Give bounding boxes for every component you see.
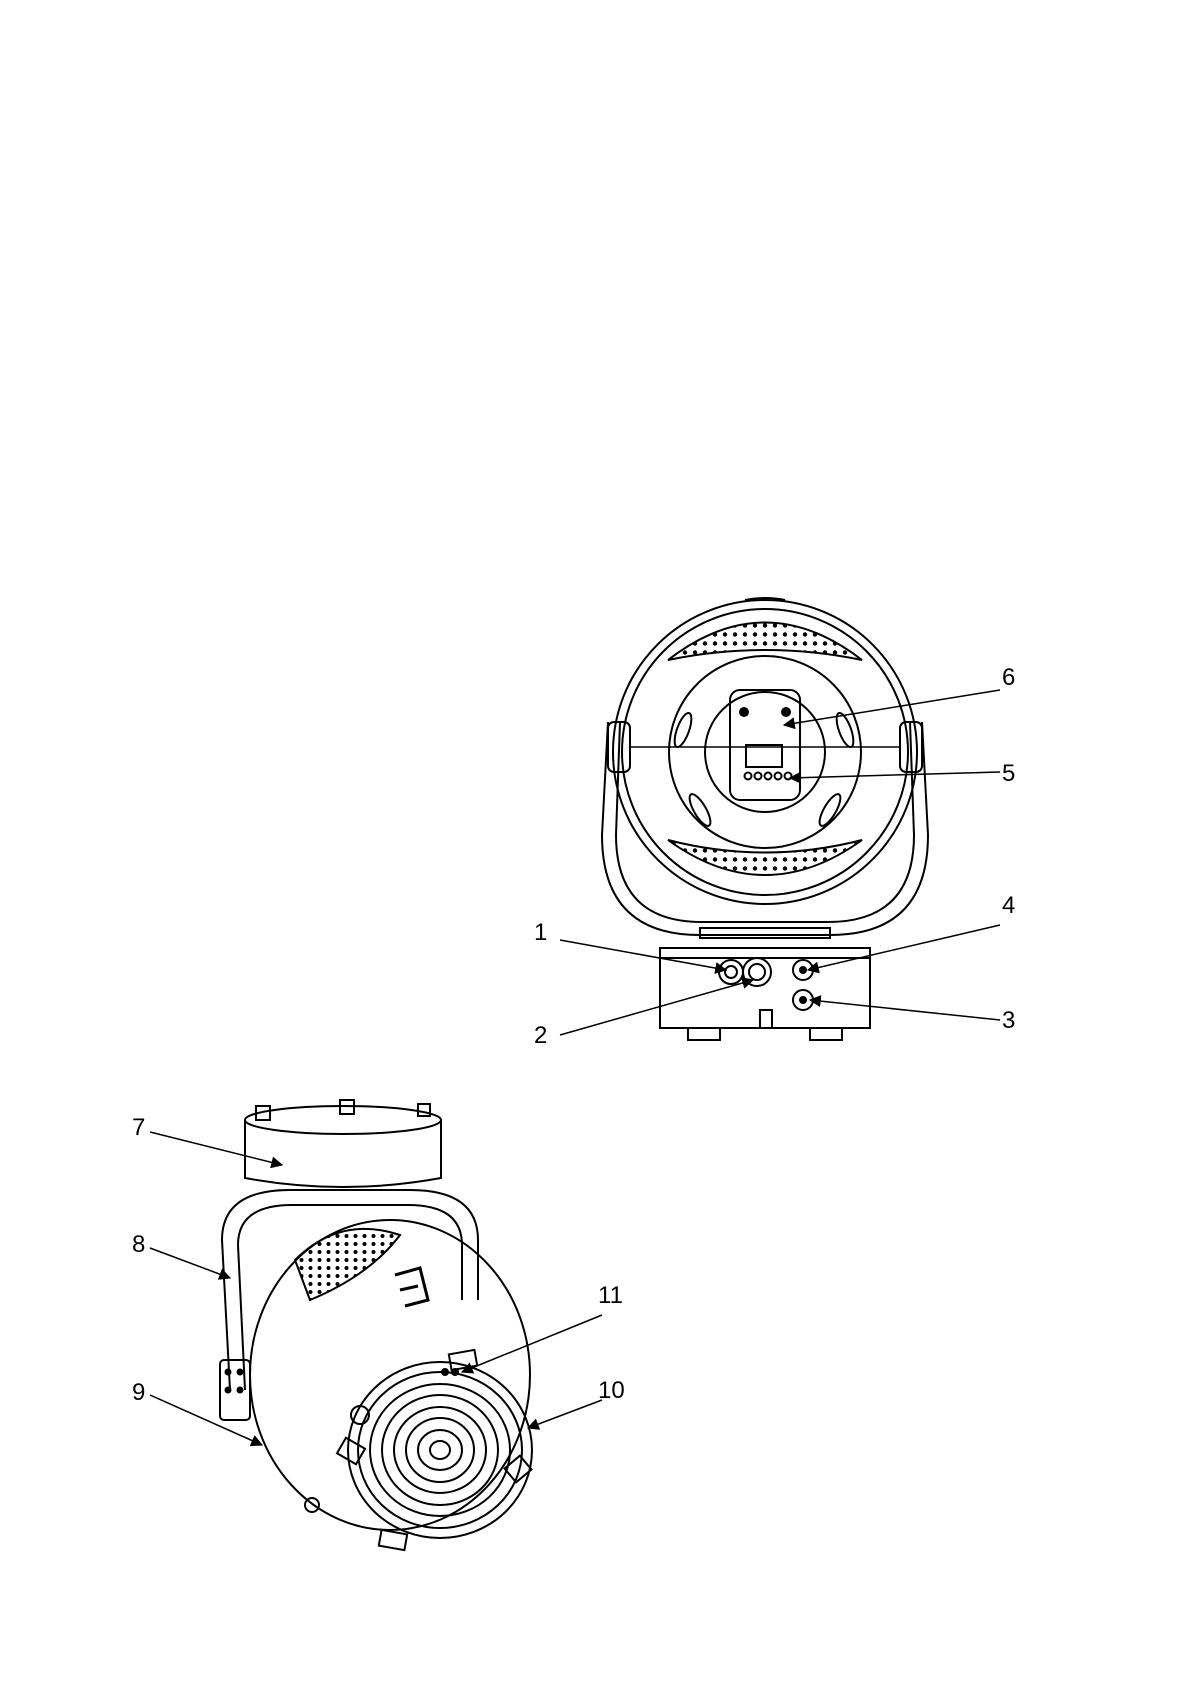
brand-logo xyxy=(395,1268,428,1306)
lens-clip xyxy=(337,1438,365,1465)
menu-button xyxy=(775,773,782,780)
callout-3: 3 xyxy=(1002,1007,1015,1034)
base-top-plate xyxy=(700,928,830,938)
yoke-screw xyxy=(238,1370,243,1375)
menu-button xyxy=(745,773,752,780)
lens-outer-ring xyxy=(348,1362,532,1538)
power-in-connector xyxy=(719,960,743,984)
menu-button xyxy=(755,773,762,780)
head-core-ring xyxy=(705,692,825,812)
leader-10 xyxy=(528,1400,602,1428)
panel-screw xyxy=(782,708,790,716)
callout-1: 1 xyxy=(534,919,547,946)
leader-2 xyxy=(560,980,753,1035)
fresnel-ring xyxy=(370,1384,510,1516)
callout-2: 2 xyxy=(534,1022,547,1049)
fresnel-ring xyxy=(418,1430,462,1470)
fresnel-ring xyxy=(406,1418,474,1482)
callout-4: 4 xyxy=(1002,892,1015,919)
menu-button xyxy=(765,773,772,780)
callout-7: 7 xyxy=(132,1114,145,1141)
side-hole xyxy=(305,1498,319,1512)
base-top-ellipse xyxy=(245,1106,441,1134)
top-vent-grille xyxy=(668,623,862,661)
lcd-display xyxy=(746,745,782,767)
callout-9: 9 xyxy=(132,1379,145,1406)
angled-view-drawing xyxy=(220,1100,532,1550)
yoke-arm xyxy=(222,1190,478,1390)
lens-clip xyxy=(379,1530,407,1550)
leader-11 xyxy=(462,1315,602,1372)
base-foot xyxy=(810,1028,842,1040)
vent-grille xyxy=(295,1229,400,1300)
leader-3 xyxy=(810,1000,1000,1020)
callout-8: 8 xyxy=(132,1231,145,1258)
callout-5: 5 xyxy=(1002,760,1015,787)
leader-1 xyxy=(560,940,726,970)
yoke-screw xyxy=(226,1388,231,1393)
power-out-connector-inner xyxy=(749,964,765,980)
yoke-arm-inner xyxy=(616,722,914,922)
base-foot xyxy=(688,1028,720,1040)
panel-screw xyxy=(740,708,748,716)
leader-6 xyxy=(784,690,1000,725)
callout-leaders xyxy=(150,690,1000,1445)
base-knob xyxy=(418,1104,430,1116)
dmx-pin xyxy=(800,967,806,973)
leader-8 xyxy=(150,1248,230,1278)
callout-6: 6 xyxy=(1002,664,1015,691)
fresnel-ring xyxy=(382,1395,498,1505)
yoke-screw xyxy=(238,1388,243,1393)
base-center-notch xyxy=(760,1010,772,1028)
callout-11: 11 xyxy=(598,1282,623,1309)
fresnel-ring xyxy=(430,1441,450,1459)
callout-10: 10 xyxy=(598,1377,625,1404)
yoke-screw xyxy=(226,1370,231,1375)
dmx-pin xyxy=(800,997,806,1003)
bottom-vent-grille xyxy=(668,840,862,875)
power-in-connector-inner xyxy=(725,966,737,978)
fresnel-ring xyxy=(394,1407,486,1493)
rear-view-drawing xyxy=(602,598,928,1040)
leader-7 xyxy=(150,1132,282,1165)
